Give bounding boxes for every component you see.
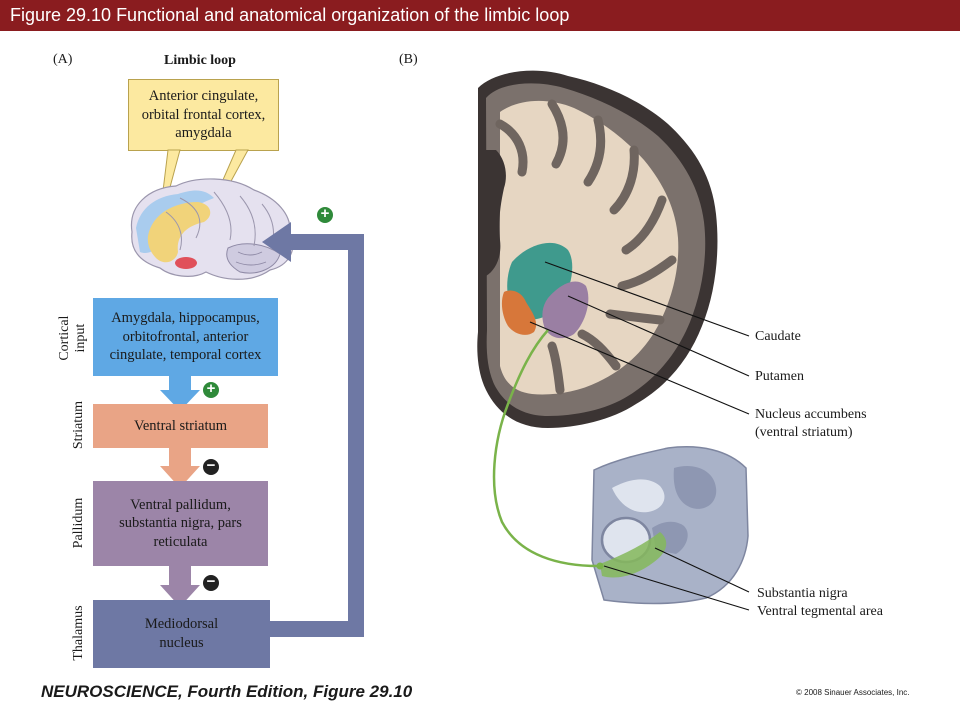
panel-a-label: (A) — [53, 52, 73, 67]
coronal-section — [477, 70, 718, 428]
book-citation: NEUROSCIENCE, Fourth Edition, Figure 29.… — [41, 682, 413, 701]
minus-sign: − — [206, 573, 216, 590]
label-line: (ventral striatum) — [755, 424, 853, 440]
box-line: nucleus — [159, 635, 204, 651]
substantia-nigra-label: Substantia nigra — [757, 586, 848, 601]
thalamus-box: Mediodorsal nucleus — [93, 600, 270, 668]
box-line: Mediodorsal — [144, 616, 219, 633]
box-line: cingulate, temporal cortex — [109, 347, 262, 364]
striatum-box: Ventral striatum — [93, 404, 268, 448]
figure-title: Figure 29.10 Functional and anatomical o… — [10, 5, 570, 25]
pallidum-box: Ventral pallidum, substantia nigra, pars… — [93, 481, 268, 566]
brain-illustration — [130, 178, 294, 280]
callout-box: Anterior cingulate, orbital frontal cort… — [128, 79, 279, 151]
callout-line: amygdala — [175, 125, 232, 142]
box-line: Amygdala, hippocampus, — [111, 310, 260, 327]
box-line: reticulata — [153, 533, 208, 550]
side-label-striatum: Striatum — [70, 400, 86, 450]
panel-b-label: (B) — [399, 52, 418, 67]
side-label-cortical: Cortical input — [57, 303, 89, 373]
brainstem-section — [591, 446, 749, 605]
dopamine-pathway — [492, 329, 599, 568]
minus-sign: − — [206, 457, 216, 474]
side-label-line: Cortical — [56, 315, 72, 361]
copyright: © 2008 Sinauer Associates, Inc. — [796, 688, 910, 697]
box-line: orbitofrontal, anterior — [122, 328, 249, 345]
label-line: Nucleus accumbens — [755, 407, 867, 422]
callout-line: Anterior cingulate, — [148, 88, 259, 105]
box-line: Ventral striatum — [133, 417, 228, 434]
plus-sign: + — [206, 380, 216, 397]
box-line: Ventral pallidum, — [130, 496, 231, 513]
side-label-thalamus: Thalamus — [70, 605, 86, 661]
side-label-pallidum: Pallidum — [70, 497, 86, 549]
nucleus-accumbens-label: Nucleus accumbens (ventral striatum) — [755, 406, 867, 441]
side-label-line: input — [73, 323, 88, 353]
leader-lines — [529, 261, 750, 611]
caudate-label: Caudate — [755, 329, 801, 344]
feedback-arrow — [262, 222, 364, 637]
arrow-cortex-to-striatum — [160, 376, 200, 411]
header-bar: Figure 29.10 Functional and anatomical o… — [0, 0, 960, 31]
arrow-striatum-to-pallidum — [160, 448, 200, 488]
callout-line: orbital frontal cortex, — [141, 106, 266, 123]
putamen-label: Putamen — [755, 369, 804, 384]
plus-sign: + — [320, 205, 330, 222]
ventral-tegmental-area-label: Ventral tegmental area — [757, 604, 883, 619]
box-line: substantia nigra, pars — [119, 515, 242, 532]
cortical-input-box: Amygdala, hippocampus, orbitofrontal, an… — [93, 298, 278, 376]
limbic-loop-heading: Limbic loop — [164, 53, 236, 68]
arrow-pallidum-to-thalamus — [160, 566, 200, 607]
